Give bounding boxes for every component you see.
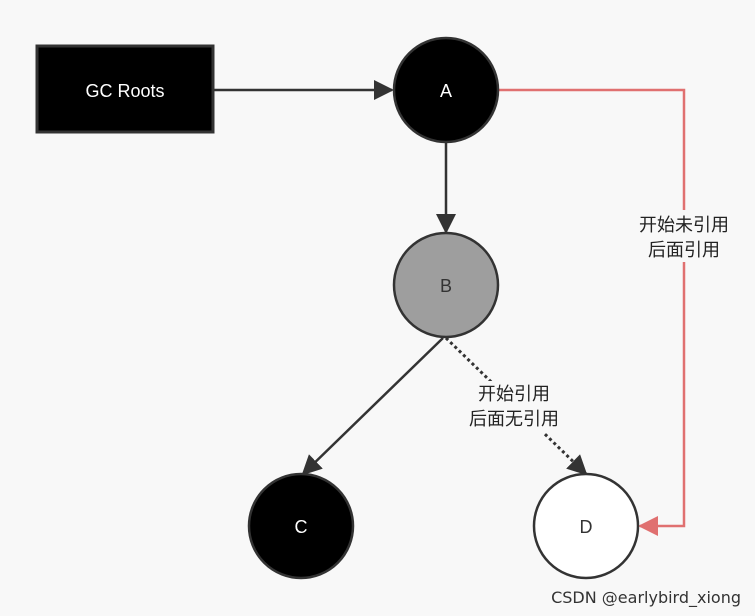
- edge-b-to-d-label-line1: 开始引用: [478, 384, 550, 405]
- gc-roots-node: [35, 44, 215, 134]
- node-b: [392, 231, 500, 339]
- edge-a-to-d: [498, 88, 686, 536]
- edge-a-to-d-label-line1: 开始未引用: [639, 215, 729, 236]
- node-c: [247, 472, 355, 580]
- node-d: [532, 472, 640, 580]
- node-a-label: A: [440, 81, 452, 101]
- node-c-label: C: [295, 517, 308, 537]
- node-b-label: B: [440, 276, 452, 296]
- gc-roots-label: GC Roots: [85, 81, 164, 101]
- edge-a-to-d-label-line2: 后面引用: [648, 240, 720, 261]
- node-d-label: D: [580, 517, 593, 537]
- edge-b-to-c: [301, 337, 444, 476]
- edge-b-to-d-label-line2: 后面无引用: [469, 409, 559, 430]
- edge-b-to-d-label-bg: [464, 381, 564, 433]
- node-a: [392, 36, 500, 144]
- edge-a-to-d-label-bg: [634, 210, 734, 262]
- watermark-text: CSDN @earlybird_xiong: [551, 588, 741, 607]
